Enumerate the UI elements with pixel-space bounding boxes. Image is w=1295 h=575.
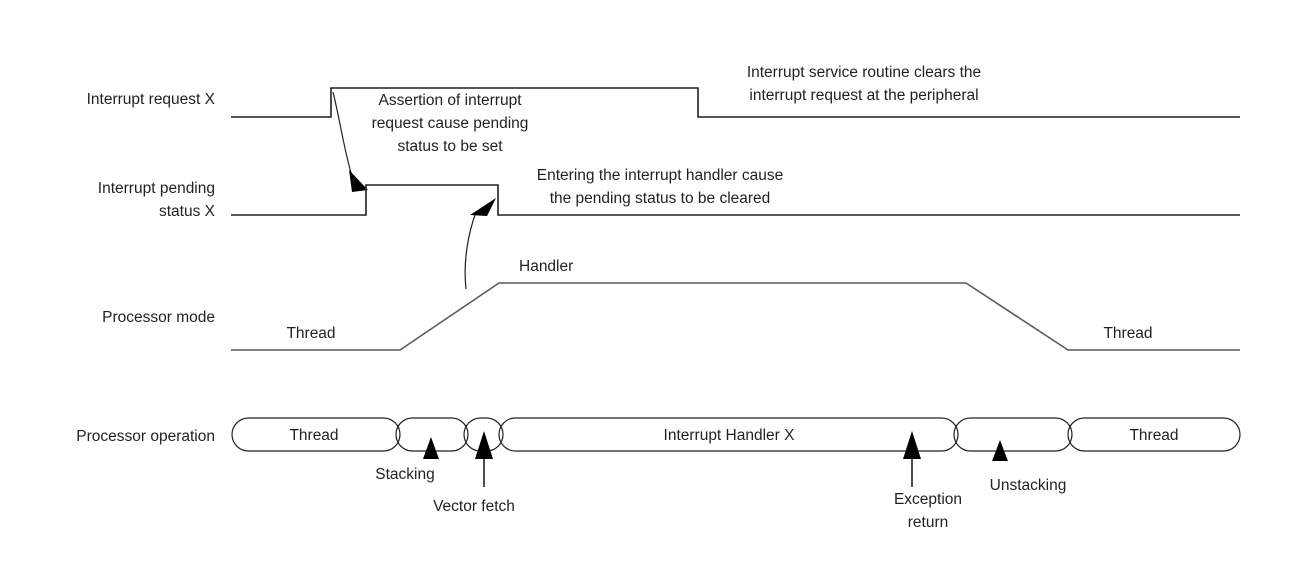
assertion-note-line3: status to be set [397, 138, 503, 155]
vector-fetch-arrow-icon [475, 431, 493, 459]
pill-label-thread-right: Thread [1129, 427, 1178, 444]
mode-label-thread-left: Thread [286, 325, 335, 342]
pill-label-thread-left: Thread [289, 427, 338, 444]
marker-label-exception-return-line1: Exception [894, 491, 962, 508]
assertion-arrow-head [349, 170, 368, 192]
exception-return-arrow-icon [903, 431, 921, 459]
pill-interrupt-handler-shape [498, 417, 959, 452]
row-label-interrupt-pending-line1: Interrupt pending [98, 180, 215, 197]
isr-clears-note-line1: Interrupt service routine clears the [747, 64, 981, 81]
unstacking-arrow-icon [992, 440, 1008, 461]
entering-handler-note-line1: Entering the interrupt handler cause [537, 167, 783, 184]
entering-handler-arrow-head [470, 198, 496, 216]
mode-label-handler: Handler [519, 258, 573, 275]
stacking-arrow-icon [423, 437, 439, 459]
assertion-curve-arrow [332, 91, 353, 177]
marker-label-vector-fetch: Vector fetch [433, 498, 515, 515]
pill-thread-left-shape [231, 417, 401, 452]
pill-thread-right-shape [1067, 417, 1241, 452]
row-label-interrupt-request: Interrupt request X [87, 91, 216, 108]
entering-handler-curve-arrow [464, 211, 477, 290]
mode-label-thread-right: Thread [1103, 325, 1152, 342]
processor-mode-waveform [231, 282, 1240, 351]
row-label-interrupt-pending-line2: status X [159, 203, 216, 220]
marker-label-unstacking: Unstacking [990, 477, 1067, 494]
interrupt-pending-waveform [231, 184, 1240, 216]
row-label-processor-operation: Processor operation [76, 428, 215, 445]
assertion-note-line1: Assertion of interrupt [378, 92, 522, 109]
interrupt-request-waveform [231, 87, 1240, 118]
marker-label-exception-return-line2: return [908, 514, 949, 531]
entering-handler-note-line2: the pending status to be cleared [550, 190, 771, 207]
marker-label-stacking: Stacking [375, 466, 434, 483]
row-label-processor-mode: Processor mode [102, 309, 215, 326]
assertion-note-line2: request cause pending [372, 115, 529, 132]
pill-unstacking-shape [953, 417, 1073, 452]
isr-clears-note-line2: interrupt request at the peripheral [749, 87, 978, 104]
pill-label-interrupt-handler: Interrupt Handler X [664, 427, 796, 444]
